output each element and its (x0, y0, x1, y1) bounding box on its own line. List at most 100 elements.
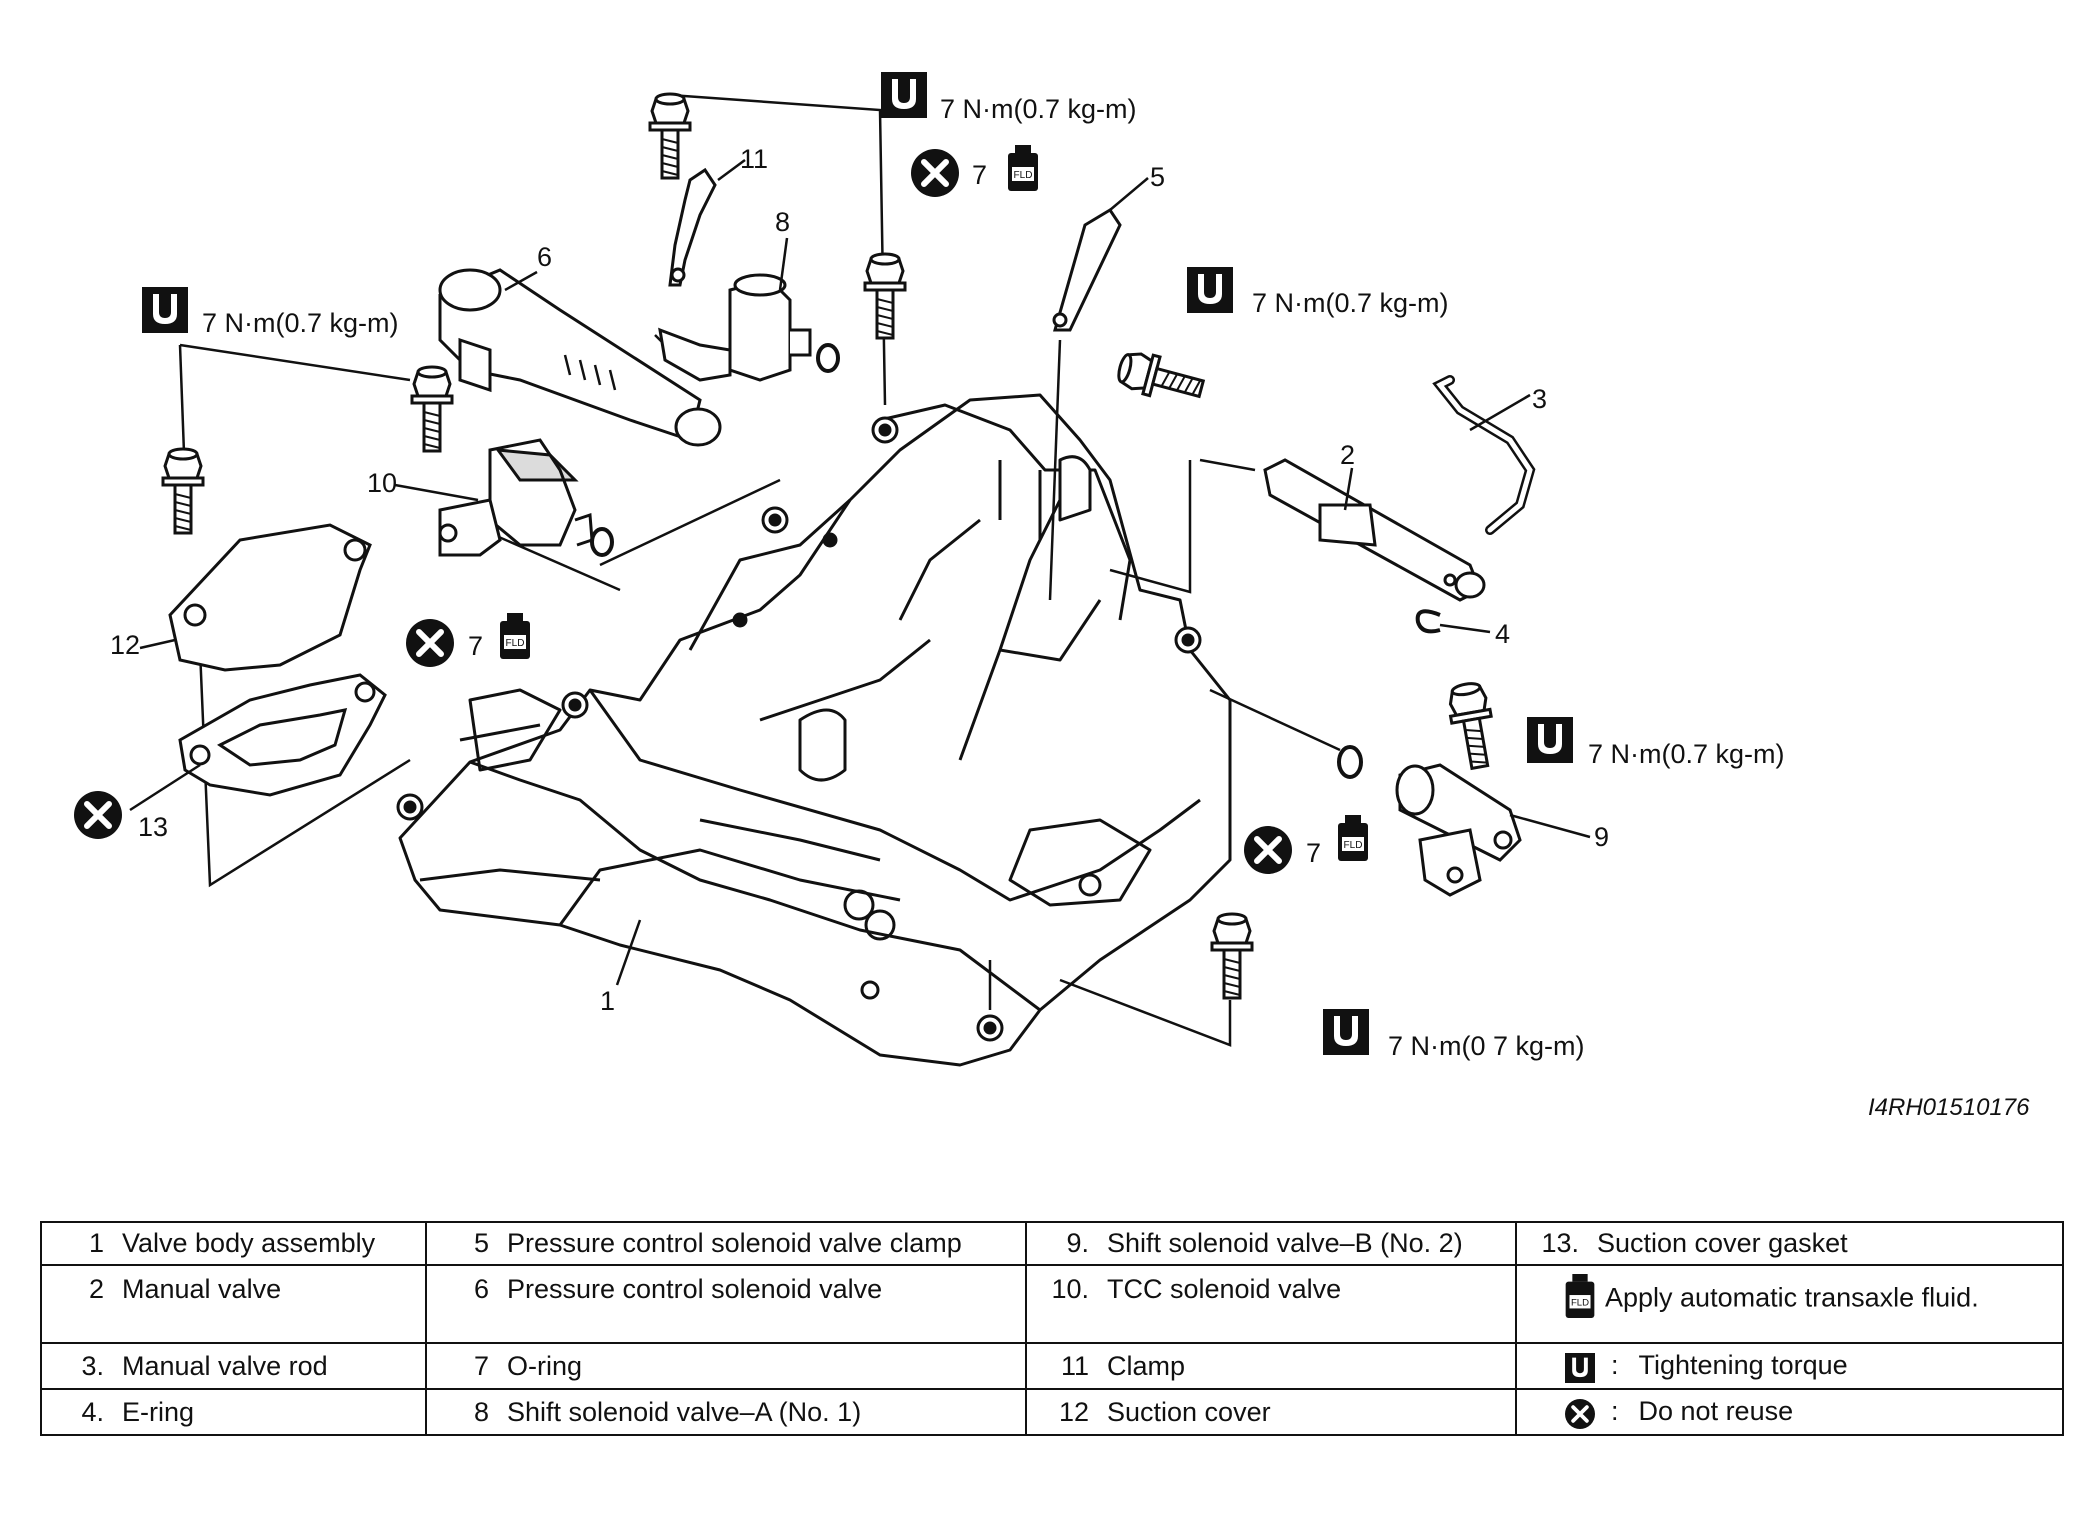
do-not-reuse-icon (74, 791, 122, 839)
pressure-control-solenoid-valve-clamp (1052, 207, 1122, 332)
callout-8: 8 (775, 207, 790, 237)
legend-number: 3. (81, 1350, 104, 1381)
legend-text: Clamp (1107, 1350, 1186, 1381)
legend-text: Manual valve rod (122, 1350, 328, 1381)
legend-cell: 11 Clamp (1025, 1342, 1517, 1391)
legend-text: Suction cover gasket (1597, 1228, 1848, 1259)
o-ring-8 (816, 343, 840, 373)
legend-cell: 3. Manual valve rod (40, 1342, 427, 1391)
fld-icon-text: FLD (1344, 840, 1363, 851)
fld-icon-text: FLD (506, 638, 525, 649)
legend-text: Pressure control solenoid valve (507, 1274, 883, 1305)
fld-icon: FLD (500, 613, 530, 659)
callout-4: 4 (1495, 619, 1510, 649)
o-ring-callout-top: 7 FLD (911, 145, 1038, 197)
torque-icon (1187, 267, 1233, 313)
legend-cell: 10. TCC solenoid valve (1025, 1264, 1517, 1345)
fld-icon-text: FLD (1014, 170, 1033, 181)
torque-callout-left: 7 N·m(0.7 kg-m) (142, 287, 399, 338)
torque-icon (1323, 1009, 1369, 1055)
torque-callout-right: 7 N·m(0.7 kg-m) (1527, 717, 1785, 769)
callout-2: 2 (1340, 440, 1355, 470)
legend-cell: 6 Pressure control solenoid valve (425, 1264, 1027, 1345)
legend-text: Apply automatic transaxle fluid. (1605, 1283, 1979, 1314)
torque-icon (881, 72, 927, 118)
legend-text: Valve body assembly (122, 1228, 376, 1259)
torque-callout-clamp-bolt: 7 N·m(0.7 kg-m) (1187, 267, 1449, 318)
legend-text: Tightening torque (1638, 1349, 1848, 1380)
legend-number: 2 (88, 1274, 104, 1305)
legend-row: 1 Valve body assembly 5 Pressure control s… (40, 1220, 2064, 1267)
callout-leaders (129, 158, 1591, 986)
fld-icon: FLD (1338, 815, 1368, 861)
torque-label: 7 N·m(0.7 kg-m) (1252, 288, 1449, 318)
legend-text: TCC solenoid valve (1107, 1274, 1342, 1305)
legend-number: 11 (1060, 1350, 1089, 1381)
o-ring-callout-right: 7 FLD (1244, 815, 1368, 874)
legend-cell: 9. Shift solenoid valve–B (No. 2) (1025, 1220, 1517, 1267)
do-not-reuse-icon (911, 149, 959, 197)
legend-cell: 2 Manual valve (40, 1264, 427, 1345)
legend-separator: : (1611, 1349, 1619, 1380)
torque-icon (142, 287, 188, 333)
callout-3: 3 (1532, 384, 1547, 414)
legend-text: Manual valve (122, 1274, 282, 1305)
legend-cell: 13.Suction cover gasket (1515, 1220, 2064, 1267)
legend-text: Shift solenoid valve–B (No. 2) (1107, 1228, 1463, 1259)
valve-body-assembly (396, 393, 1232, 1067)
suction-cover (168, 523, 372, 672)
torque-label: 7 N·m(0 7 kg-m) (1388, 1031, 1585, 1061)
callout-1: 1 (600, 986, 615, 1016)
pressure-control-solenoid-valve (438, 268, 722, 447)
part-callouts: 1 2 3 4 5 6 8 9 10 11 12 13 (110, 144, 1609, 1016)
callout-7: 7 (972, 160, 987, 190)
o-ring-10 (590, 527, 614, 557)
legend-cell: 1 Valve body assembly (40, 1220, 427, 1267)
callout-7: 7 (468, 631, 483, 661)
legend-cell: FLD Apply automatic transaxle fluid. (1515, 1264, 2064, 1345)
legend-separator: : (1611, 1395, 1619, 1426)
callout-12: 12 (110, 630, 140, 660)
legend-cell: : Tightening torque (1515, 1342, 2064, 1391)
legend-number: 12 (1058, 1396, 1089, 1427)
legend-text: Do not reuse (1638, 1395, 1794, 1426)
torque-icon (1527, 717, 1573, 763)
torque-callout-top: 7 N·m(0.7 kg-m) (881, 72, 1137, 124)
legend-cell: 4. E-ring (40, 1388, 427, 1436)
o-ring-callout-left: 7 FLD (406, 613, 530, 667)
callout-11: 11 (740, 144, 768, 174)
manual-valve (1263, 458, 1486, 602)
legend-text: Shift solenoid valve–A (No. 1) (507, 1396, 862, 1427)
legend-number: 6 (473, 1274, 489, 1305)
legend-text: O-ring (507, 1350, 583, 1381)
e-ring (1415, 609, 1441, 634)
torque-label: 7 N·m(0.7 kg-m) (940, 94, 1137, 124)
torque-label: 7 N·m(0.7 kg-m) (202, 308, 399, 338)
fld-icon-text: FLD (1571, 1298, 1589, 1309)
callout-5: 5 (1150, 162, 1165, 192)
exploded-parts-diagram: 7 N·m(0.7 kg-m) 7 N·m(0.7 kg-m) 7 N·m(0.… (0, 72, 1785, 1067)
legend-text: Pressure control solenoid valve clamp (507, 1228, 962, 1259)
legend-text: E-ring (122, 1396, 195, 1427)
shift-solenoid-valve-a (658, 273, 812, 382)
legend-cell: : Do not reuse (1515, 1388, 2064, 1436)
figure-id: I4RH01510176 (1868, 1094, 2030, 1121)
legend-number: 5 (473, 1228, 489, 1259)
fld-icon: FLD (1565, 1274, 1595, 1325)
callout-6: 6 (537, 242, 552, 272)
legend-number: 1 (88, 1228, 104, 1259)
shift-solenoid-valve-b (1395, 763, 1522, 897)
callout-7: 7 (1306, 838, 1321, 868)
legend-number: 10. (1051, 1274, 1089, 1305)
legend-number: 9. (1066, 1228, 1089, 1259)
do-not-reuse-icon (1563, 1396, 1597, 1431)
torque-icon (1565, 1351, 1595, 1383)
suction-cover-gasket (178, 673, 387, 797)
legend-number: 4. (81, 1396, 104, 1427)
